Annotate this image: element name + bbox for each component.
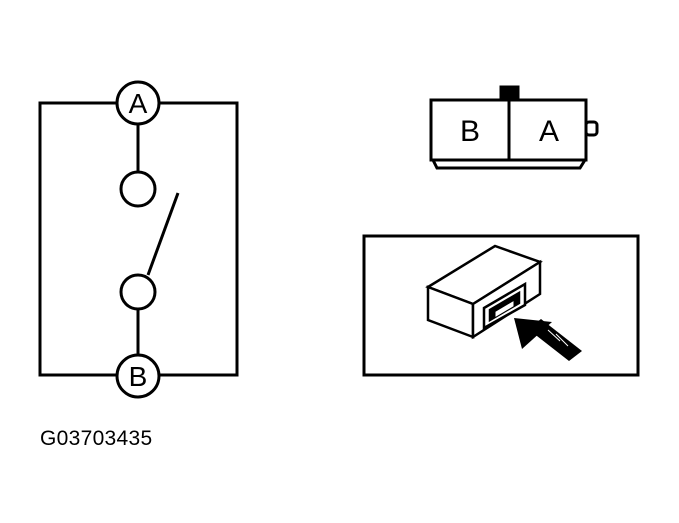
arrow-head [514,318,552,349]
location-view [362,234,640,377]
terminal-b-circle [115,353,161,399]
connector-depth-edge [431,159,587,170]
connector-label-a: A [539,115,559,148]
arrow-hatch-2 [555,333,569,347]
terminal-a-label: A [129,88,148,119]
connector-face [429,85,599,170]
terminal-b-label: B [129,361,148,392]
terminal-a-circle [115,80,161,126]
component-body [425,244,543,340]
connector-label-b: B [460,115,480,148]
schematic-loop-wire [38,101,239,377]
connector-side-latch [584,120,599,137]
arrow-hatch-1 [547,329,561,342]
figure-id: G03703435 [40,427,153,450]
pointer-arrow-icon [514,318,582,361]
upper-contact [119,170,157,208]
connector-lock-tab [499,85,520,102]
lower-contact [119,273,157,311]
component-port-slot [495,301,514,317]
switch-blade [146,192,180,276]
switch-schematic [38,80,239,399]
